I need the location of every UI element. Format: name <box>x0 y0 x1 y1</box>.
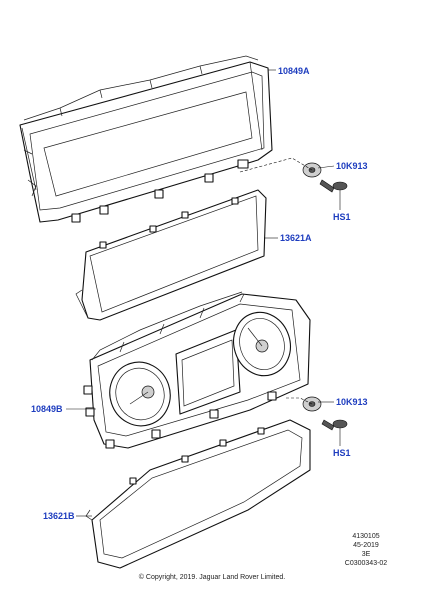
reference-line-2: 45-2019 <box>353 542 379 549</box>
reference-line-1: 4130105 <box>352 533 380 540</box>
copyright-notice: © Copyright, 2019. Jaguar Land Rover Lim… <box>138 574 286 581</box>
instrument-cluster-lower <box>83 291 311 449</box>
callout-grommet-upper: 10K913 <box>336 161 368 171</box>
screw-upper <box>319 179 348 193</box>
callout-lens-upper: 13621A <box>280 233 312 243</box>
reference-line-3: 3E <box>361 551 371 558</box>
lens-lower <box>85 419 311 569</box>
leader-lines <box>66 69 341 517</box>
callout-display-housing: 10849A <box>278 66 310 76</box>
reference-line-4: C0300343-02 <box>344 560 388 567</box>
callout-grommet-lower: 10K913 <box>336 397 368 407</box>
callout-screw-upper: HS1 <box>333 212 351 222</box>
display-housing-upper <box>19 55 273 223</box>
screw-lower <box>321 419 348 431</box>
callout-lens-lower: 13621B <box>43 511 75 521</box>
lens-upper <box>75 189 267 321</box>
callout-screw-lower: HS1 <box>333 448 351 458</box>
callout-instrument-cluster: 10849B <box>31 404 63 414</box>
reference-block: 4130105 45-2019 3E C0300343-02 <box>336 532 396 568</box>
